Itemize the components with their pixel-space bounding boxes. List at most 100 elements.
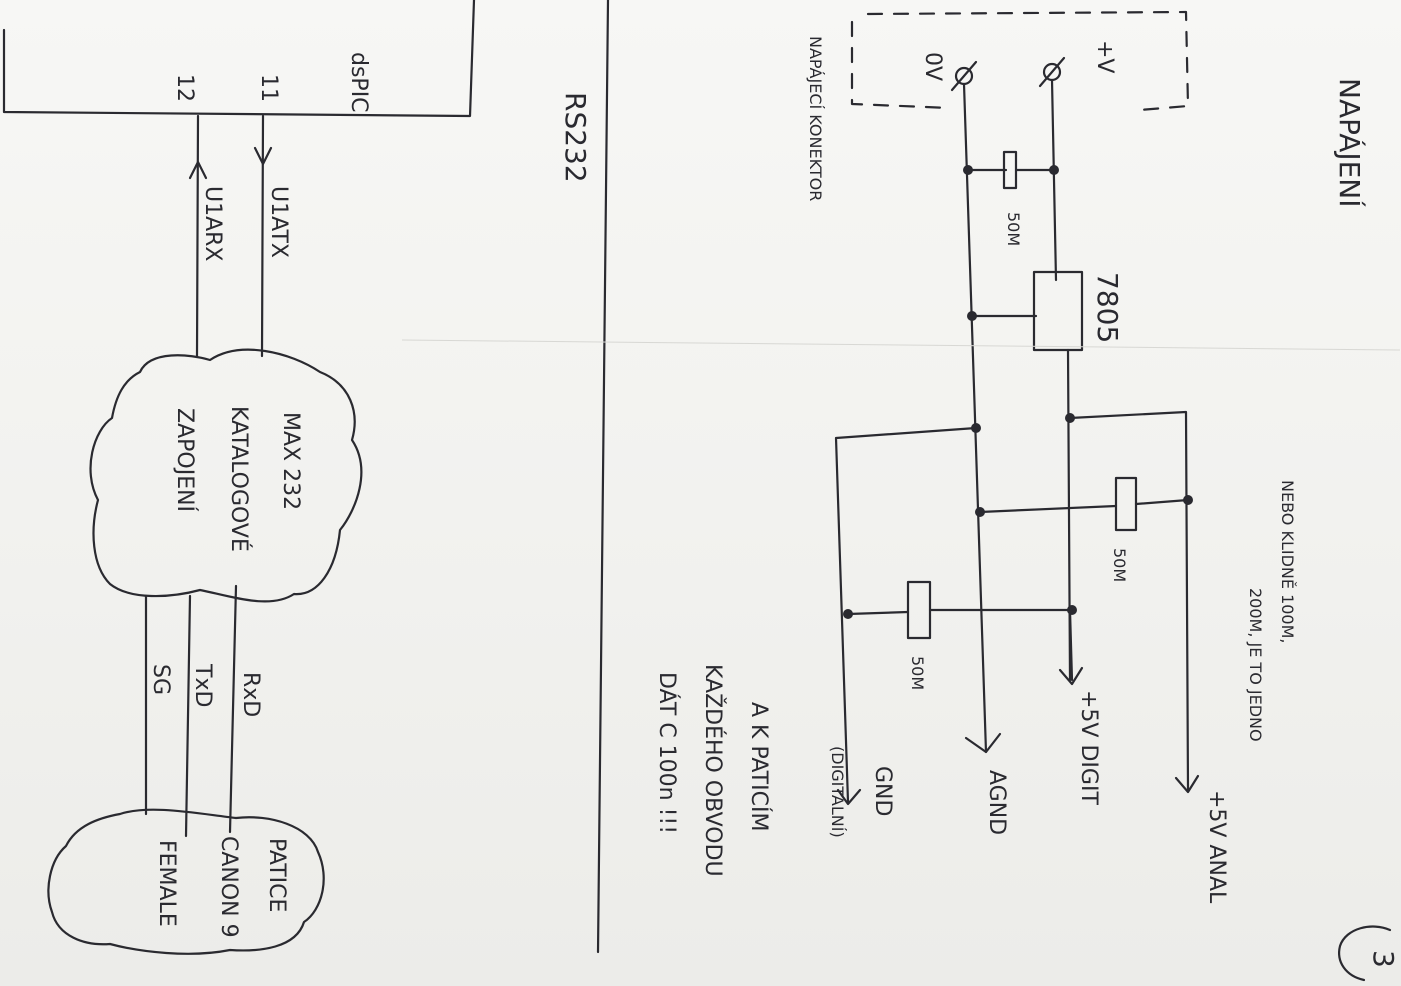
pin-11-label: 11 [256, 74, 281, 102]
analog-rail [1068, 410, 1190, 792]
page-number: 3 [1367, 950, 1400, 968]
canon-label-3: FEMALE [154, 840, 179, 927]
sg-label: SG [148, 664, 173, 695]
svg-text:MAX 232: MAX 232 [278, 412, 303, 510]
rx-signal-label: U1ARX [200, 186, 225, 262]
svg-text:12: 12 [172, 74, 197, 102]
page-number-circle [1338, 925, 1392, 982]
rxd-label: RxD [238, 672, 263, 717]
agnd-arrow [964, 732, 1002, 754]
pic-label: dsPIC [346, 52, 371, 113]
svg-text:11: 11 [256, 74, 281, 102]
digit-out-label: +5V DIGIT [1076, 690, 1101, 805]
rs232-title: RS232 [559, 92, 592, 183]
junction-dot [1049, 165, 1059, 175]
svg-text:RxD: RxD [238, 672, 263, 717]
regulator-7805 [1032, 270, 1084, 352]
digit-rail [1068, 608, 1074, 682]
cap3-leads [846, 608, 1074, 616]
max232-note-1: KATALOGOVÉ [226, 406, 252, 552]
svg-text:RS232: RS232 [559, 92, 592, 183]
svg-text:7805: 7805 [1091, 272, 1124, 343]
svg-text:+V: +V [1092, 40, 1117, 73]
svg-text:GND: GND [870, 766, 895, 816]
svg-text:A K PATICÍM: A K PATICÍM [746, 702, 772, 831]
analog-arrow [1174, 774, 1200, 794]
max232-note-2: ZAPOJENÍ [172, 408, 198, 512]
svg-text:PATICE: PATICE [264, 838, 289, 912]
power-title: NAPÁJENÍ [1333, 78, 1367, 208]
pic-label-text: dsPIC [346, 52, 371, 113]
junction-dot [1183, 495, 1193, 505]
svg-text:KATALOGOVÉ: KATALOGOVÉ [226, 406, 252, 552]
svg-text:0V: 0V [920, 52, 945, 81]
decoupling-note-1: A K PATICÍM [746, 702, 772, 831]
canon-cloud [47, 808, 325, 955]
regulator-label: 7805 [1091, 272, 1124, 343]
txd-line [184, 594, 192, 838]
cap-note-2: 200M, JE TO JEDNO [1246, 588, 1265, 742]
svg-text:FEMALE: FEMALE [154, 840, 179, 927]
cap3-label: 50M [908, 656, 927, 690]
junction-dot [1065, 413, 1075, 423]
svg-text:U1ARX: U1ARX [200, 186, 225, 262]
max232-label: MAX 232 [278, 412, 303, 510]
junction-dot [1067, 605, 1077, 615]
gnd-arrow [836, 788, 862, 806]
svg-text:SG: SG [148, 664, 173, 695]
cap1-body [1002, 150, 1018, 190]
cap2-body [1114, 476, 1138, 532]
cap2-label: 50M [1110, 548, 1129, 582]
svg-text:200M, JE TO JEDNO: 200M, JE TO JEDNO [1246, 588, 1265, 742]
positive-rail [1050, 78, 1058, 282]
decoupling-note-2: KAŽDÉHO OBVODU [700, 664, 726, 877]
svg-text:CANON 9: CANON 9 [216, 836, 241, 938]
svg-text:TxD: TxD [190, 663, 215, 707]
svg-text:ZAPOJENÍ: ZAPOJENÍ [172, 408, 198, 512]
paper-crease [401, 339, 1401, 351]
tx-arrow [253, 146, 273, 166]
gnd-note: (DIGITÁLNÍ) [828, 746, 847, 838]
junction-dot [963, 165, 973, 175]
svg-text:+5V DIGIT: +5V DIGIT [1076, 690, 1101, 805]
analog-out-label: +5V ANAL [1204, 790, 1229, 904]
max232-cloud [89, 348, 363, 603]
junction-dot [975, 507, 985, 517]
tx-line [260, 114, 265, 358]
cap2-leads [978, 498, 1190, 514]
svg-text:NAPÁJENÍ: NAPÁJENÍ [1333, 78, 1367, 208]
svg-text:3: 3 [1367, 950, 1400, 968]
cap-note-1: NEBO KLIDNĚ 100M, [1278, 480, 1297, 644]
tx-signal-label: U1ATX [266, 186, 291, 258]
connector-box [850, 10, 1190, 112]
decoupling-note-3: DÁT C 100n !!! [654, 672, 680, 834]
cap1-label: 50M [1004, 212, 1023, 246]
canon-label-1: PATICE [264, 838, 289, 912]
agnd-label: AGND [984, 770, 1009, 835]
junction-dot [971, 423, 981, 433]
canon-label-2: CANON 9 [216, 836, 241, 938]
ground-rail [962, 82, 988, 754]
rx-line [195, 114, 200, 358]
txd-label: TxD [190, 663, 215, 707]
rxd-line [228, 584, 238, 834]
junction-dot [967, 311, 977, 321]
svg-text:NAPÁJECÍ KONEKTOR: NAPÁJECÍ KONEKTOR [806, 36, 825, 201]
section-divider [596, 0, 610, 954]
svg-text:NEBO KLIDNĚ 100M,: NEBO KLIDNĚ 100M, [1278, 480, 1297, 644]
pin-plus-label: +V [1092, 40, 1117, 73]
digit-arrow [1058, 666, 1084, 686]
gnd-label: GND [870, 766, 895, 816]
pic-box [2, 0, 476, 118]
cap3-body [906, 580, 932, 640]
connector-label: NAPÁJECÍ KONEKTOR [806, 36, 825, 201]
junction-dot [843, 609, 853, 619]
svg-text:(DIGITÁLNÍ): (DIGITÁLNÍ) [828, 746, 847, 838]
pin-zero-label: 0V [920, 52, 945, 81]
svg-text:+5V ANAL: +5V ANAL [1204, 790, 1229, 904]
svg-text:50M: 50M [1004, 212, 1023, 246]
svg-text:DÁT C 100n !!!: DÁT C 100n !!! [654, 672, 680, 834]
pin-plus-slash [1038, 56, 1066, 88]
